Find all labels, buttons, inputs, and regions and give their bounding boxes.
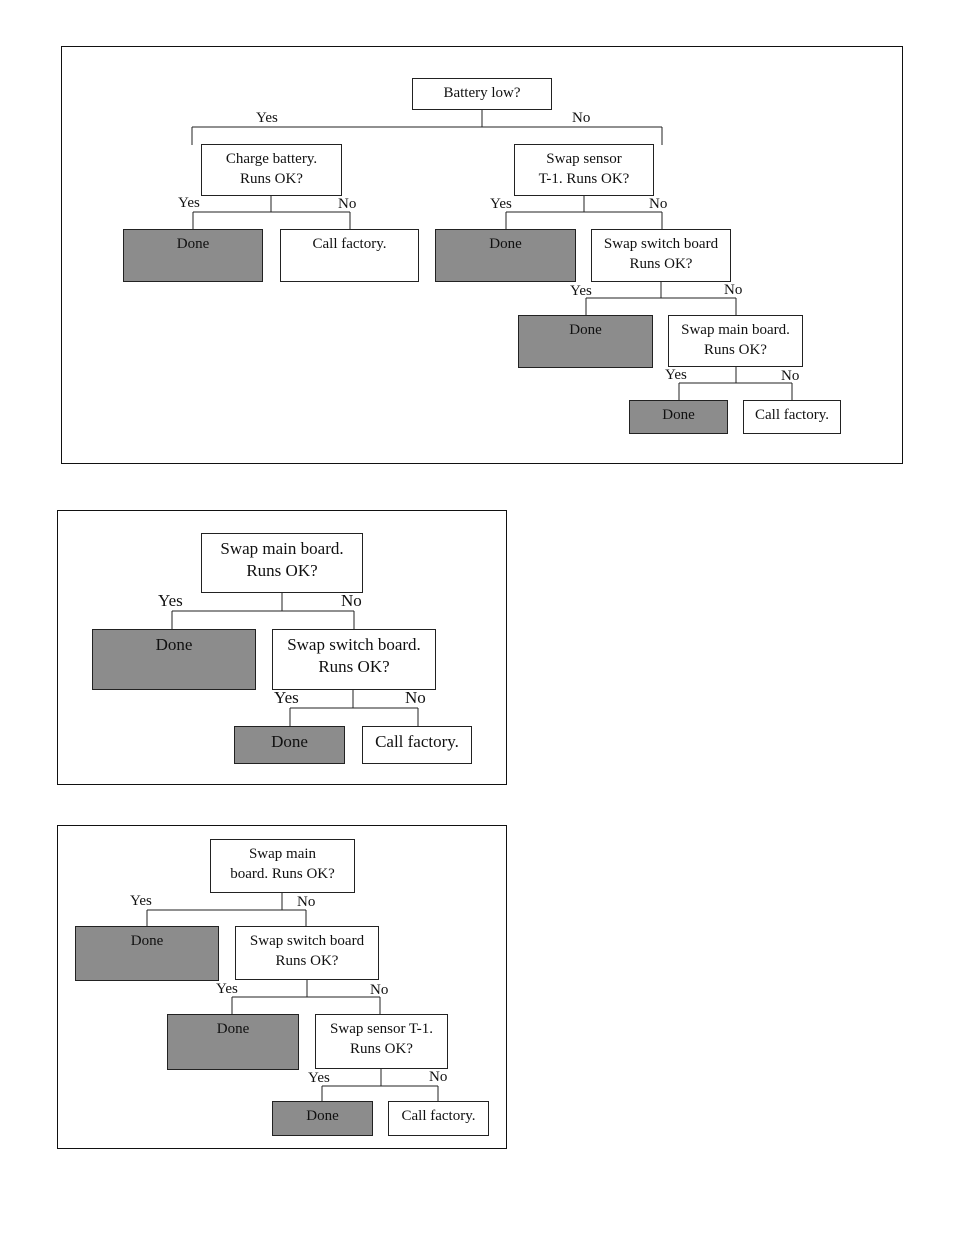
branch-yes-label: Yes xyxy=(665,367,687,383)
result-done: Done xyxy=(629,400,728,434)
question-swap-main-board: Swap main board. Runs OK? xyxy=(210,839,355,893)
result-call-factory: Call factory. xyxy=(280,229,419,282)
branch-no-label: No xyxy=(338,196,357,212)
question-swap-main-board: Swap main board. Runs OK? xyxy=(201,533,363,593)
result-done: Done xyxy=(234,726,345,764)
branch-no-label: No xyxy=(429,1069,448,1085)
branch-yes-label: Yes xyxy=(158,591,183,610)
question-swap-switch-board: Swap switch board Runs OK? xyxy=(235,926,379,980)
question-swap-switch-board: Swap switch board. Runs OK? xyxy=(272,629,436,690)
branch-no-label: No xyxy=(405,688,426,707)
question-swap-sensor: Swap sensor T-1. Runs OK? xyxy=(514,144,654,196)
branch-no-label: No xyxy=(341,591,362,610)
branch-yes-label: Yes xyxy=(274,688,299,707)
branch-no-label: No xyxy=(724,282,743,298)
question-charge-battery: Charge battery. Runs OK? xyxy=(201,144,342,196)
branch-no-label: No xyxy=(649,196,668,212)
result-call-factory: Call factory. xyxy=(743,400,841,434)
question-swap-sensor: Swap sensor T-1. Runs OK? xyxy=(315,1014,448,1069)
branch-no-label: No xyxy=(370,982,389,998)
question-swap-switch-board: Swap switch board Runs OK? xyxy=(591,229,731,282)
branch-no-label: No xyxy=(572,110,591,126)
result-done: Done xyxy=(167,1014,299,1070)
result-done: Done xyxy=(92,629,256,690)
branch-no-label: No xyxy=(297,894,316,910)
branch-yes-label: Yes xyxy=(256,110,278,126)
branch-yes-label: Yes xyxy=(308,1070,330,1086)
result-call-factory: Call factory. xyxy=(362,726,472,764)
branch-yes-label: Yes xyxy=(216,981,238,997)
result-done: Done xyxy=(518,315,653,368)
branch-yes-label: Yes xyxy=(178,195,200,211)
branch-yes-label: Yes xyxy=(130,893,152,909)
branch-yes-label: Yes xyxy=(570,283,592,299)
result-done: Done xyxy=(75,926,219,981)
question-battery-low: Battery low? xyxy=(412,78,552,110)
branch-no-label: No xyxy=(781,368,800,384)
branch-yes-label: Yes xyxy=(490,196,512,212)
question-swap-main-board: Swap main board. Runs OK? xyxy=(668,315,803,367)
result-call-factory: Call factory. xyxy=(388,1101,489,1136)
result-done: Done xyxy=(435,229,576,282)
result-done: Done xyxy=(272,1101,373,1136)
result-done: Done xyxy=(123,229,263,282)
